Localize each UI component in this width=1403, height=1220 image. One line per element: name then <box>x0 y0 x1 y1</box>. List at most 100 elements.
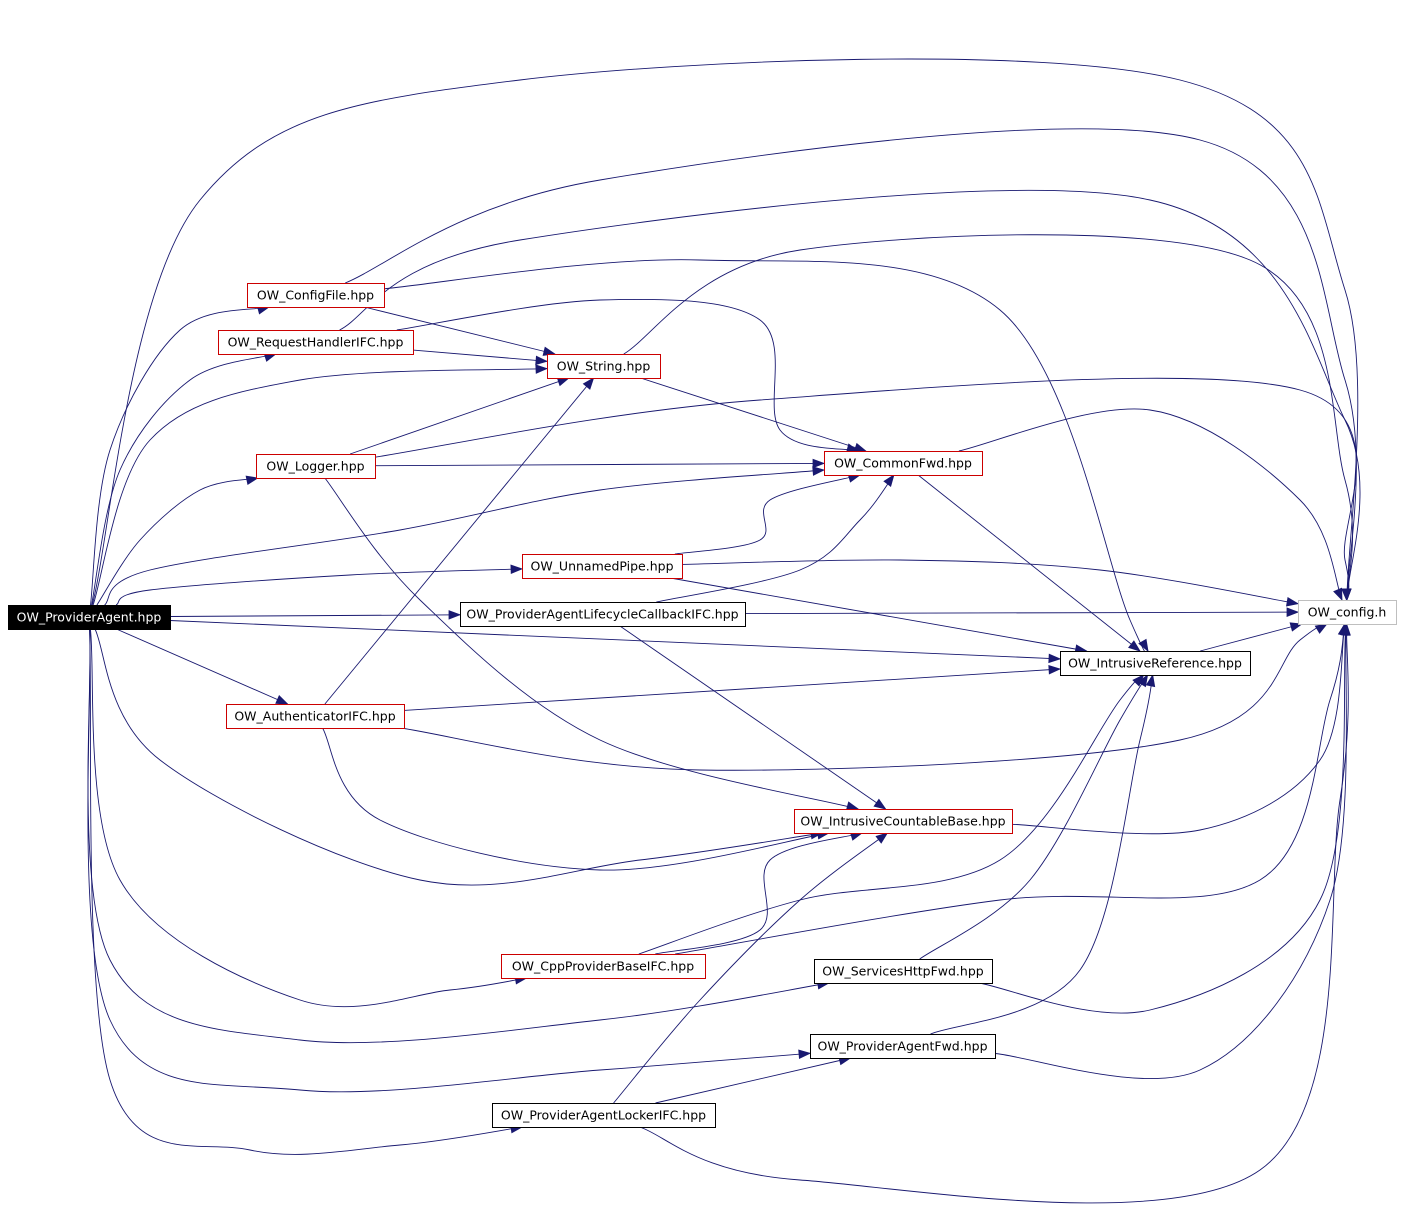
edge-authenticator-ifc-to-config-h <box>400 623 1328 771</box>
edge-line <box>1011 623 1346 835</box>
node-provider-agent-fwd[interactable]: OW_ProviderAgentFwd.hpp <box>810 1034 996 1059</box>
node-unnamed-pipe[interactable]: OW_UnnamedPipe.hpp <box>522 554 683 579</box>
node-request-handler-ifc[interactable]: OW_RequestHandlerIFC.hpp <box>218 330 414 355</box>
edge-line <box>92 368 548 606</box>
edge-string-to-common-fwd <box>640 377 867 453</box>
edge-logger-to-intrusive-countable-base <box>324 477 860 811</box>
edge-line <box>345 128 1357 601</box>
edge-intrusive-reference-to-config-h <box>1200 622 1303 652</box>
arrowhead-icon <box>1128 640 1141 652</box>
arrowhead-icon <box>1333 587 1343 602</box>
edge-line <box>90 306 270 606</box>
edge-line <box>919 674 1148 960</box>
node-box <box>492 1103 716 1128</box>
edge-line <box>96 477 258 606</box>
edge-unnamed-pipe-to-common-fwd <box>674 473 861 555</box>
edge-provider-agent-to-provider-agent-fwd <box>87 628 812 1093</box>
node-label: OW_UnnamedPipe.hpp <box>530 559 673 574</box>
node-lifecycle-callback-ifc[interactable]: OW_ProviderAgentLifecycleCallbackIFC.hpp <box>460 602 746 627</box>
arrowhead-icon <box>875 832 889 844</box>
node-config-file[interactable]: OW_ConfigFile.hpp <box>247 283 385 308</box>
node-label: OW_RequestHandlerIFC.hpp <box>228 335 404 350</box>
edge-logger-to-common-fwd <box>374 458 826 469</box>
node-box <box>810 1034 996 1059</box>
arrowhead-icon <box>873 798 887 810</box>
edge-provider-agent-to-authenticator-ifc <box>116 628 289 705</box>
edge-line <box>640 377 867 452</box>
node-label: OW_IntrusiveReference.hpp <box>1068 656 1242 671</box>
arrowhead-icon <box>1137 674 1149 688</box>
arrowhead-icon <box>1286 597 1300 607</box>
node-label: OW_AuthenticatorIFC.hpp <box>234 709 395 724</box>
node-services-http-fwd[interactable]: OW_ServicesHttpFwd.hpp <box>814 959 993 984</box>
edge-line <box>115 568 523 606</box>
edge-line <box>655 832 863 955</box>
edge-line <box>324 477 859 810</box>
edge-line <box>169 614 461 617</box>
edge-line <box>978 623 1347 1014</box>
edge-line <box>639 623 1349 1204</box>
node-string[interactable]: OW_String.hpp <box>547 354 661 379</box>
edge-line <box>400 623 1328 771</box>
edge-line <box>89 628 523 1155</box>
node-label: OW_ProviderAgent.hpp <box>17 610 162 625</box>
arrowhead-icon <box>812 466 826 476</box>
edge-services-http-fwd-to-intrusive-reference <box>919 674 1149 960</box>
node-box <box>824 451 983 476</box>
node-box <box>8 605 171 630</box>
edge-line <box>349 377 570 455</box>
edge-line <box>623 234 1354 601</box>
edge-authenticator-ifc-to-intrusive-reference <box>403 664 1062 711</box>
edge-line <box>91 58 1359 606</box>
arrowhead-icon <box>798 1049 812 1060</box>
edge-line <box>1200 623 1302 652</box>
node-common-fwd[interactable]: OW_CommonFwd.hpp <box>824 451 983 476</box>
edge-line <box>674 474 861 555</box>
edge-provider-agent-to-cpp-provider-base-ifc <box>89 628 528 1008</box>
edge-line <box>89 628 527 1008</box>
node-provider-agent: OW_ProviderAgent.hpp <box>8 605 171 630</box>
node-label: OW_CppProviderBaseIFC.hpp <box>512 959 694 974</box>
edge-line <box>324 377 594 705</box>
edge-provider-agent-to-logger <box>96 475 259 606</box>
edge-provider-agent-fwd-to-config-h <box>994 622 1351 1079</box>
node-logger[interactable]: OW_Logger.hpp <box>256 454 376 479</box>
arrowhead-icon <box>1341 622 1351 636</box>
edge-line <box>116 628 288 705</box>
node-config-h[interactable]: OW_config.h <box>1298 600 1397 625</box>
node-intrusive-countable-base[interactable]: OW_IntrusiveCountableBase.hpp <box>794 809 1013 834</box>
edge-line <box>412 349 548 362</box>
node-label: OW_ProviderAgentLockerIFC.hpp <box>501 1108 706 1123</box>
edge-authenticator-ifc-to-string <box>324 377 595 705</box>
edge-line <box>638 674 1144 955</box>
node-box <box>814 959 993 984</box>
edge-cpp-provider-base-ifc-to-intrusive-countable-base <box>655 831 864 955</box>
edge-line <box>675 623 1346 955</box>
edge-provider-agent-locker-ifc-to-intrusive-countable-base <box>613 832 889 1104</box>
arrowhead-icon <box>535 364 549 374</box>
node-cpp-provider-base-ifc[interactable]: OW_CppProviderBaseIFC.hpp <box>501 954 706 979</box>
arrowhead-icon <box>1048 664 1062 675</box>
arrowhead-icon <box>1341 588 1351 602</box>
edge-provider-agent-to-lifecycle-callback-ifc <box>169 610 462 620</box>
edge-provider-agent-to-request-handler-ifc <box>91 352 277 606</box>
edge-line <box>91 353 277 606</box>
edge-line <box>383 259 1149 656</box>
edge-common-fwd-to-config-h <box>958 408 1343 602</box>
edge-provider-agent-locker-ifc-to-config-h <box>639 622 1351 1204</box>
edge-line <box>681 559 1299 605</box>
node-label: OW_ProviderAgentFwd.hpp <box>817 1039 987 1054</box>
node-layer: OW_ProviderAgent.hpp OW_ConfigFile.hppOW_… <box>8 283 1397 1128</box>
arrowhead-icon <box>510 564 524 574</box>
node-label: OW_ServicesHttpFwd.hpp <box>822 964 983 979</box>
edge-line <box>364 306 555 355</box>
edge-line <box>339 190 1361 601</box>
node-label: OW_ConfigFile.hpp <box>257 288 374 303</box>
node-label: OW_IntrusiveCountableBase.hpp <box>800 814 1005 829</box>
node-authenticator-ifc[interactable]: OW_AuthenticatorIFC.hpp <box>226 704 405 729</box>
edge-authenticator-ifc-to-intrusive-countable-base <box>322 727 830 871</box>
node-provider-agent-locker-ifc[interactable]: OW_ProviderAgentLockerIFC.hpp <box>492 1103 716 1128</box>
node-intrusive-reference[interactable]: OW_IntrusiveReference.hpp <box>1060 651 1251 676</box>
edge-provider-agent-to-unnamed-pipe <box>115 564 524 606</box>
arrowhead-icon <box>535 355 549 366</box>
